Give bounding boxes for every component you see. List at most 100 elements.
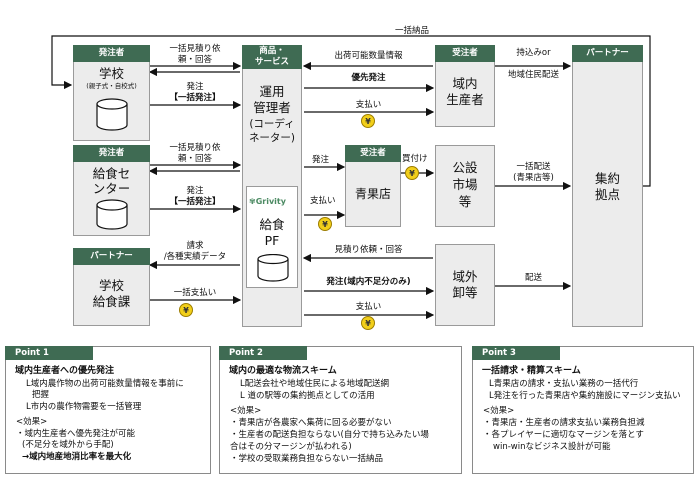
order-grocer-label: 発注 <box>312 155 330 165</box>
quote-school-label-1: 一括見積り依 <box>169 44 221 54</box>
order-center-bulk-label: 【一括発注】 <box>169 197 221 207</box>
producer-line-2: 生産者 <box>446 92 484 107</box>
grivity-logo: ✾Grivity <box>249 197 286 206</box>
invoice-label-2: /各種実績データ <box>163 252 227 262</box>
center-tag: 発注者 <box>73 145 150 162</box>
wholesale-line-2: 卸等 <box>452 285 478 300</box>
bulk-ship-label-2: (青果店等) <box>513 173 554 183</box>
order-school-label: 発注 <box>186 82 204 92</box>
coord-line-2: 管理者 <box>253 100 291 115</box>
school-sub: (親子式・自校式) <box>86 82 137 90</box>
point-2-line: ・学校の受取業務負担ならない一括納品 <box>230 454 384 464</box>
partner-tag: パートナー <box>572 45 643 62</box>
yen-coin-icon: ¥ <box>179 303 193 317</box>
grocer-name: 青果店 <box>354 187 391 201</box>
point-3-title: 一括請求・精算スキーム <box>482 366 581 376</box>
quote-center-label-2: 頼・回答 <box>177 154 212 164</box>
point-1-line: 把握 <box>32 390 50 400</box>
grivity-logo-text: Grivity <box>255 197 286 206</box>
yen-coin-icon: ¥ <box>405 166 419 180</box>
order-school-bulk-label: 【一括発注】 <box>169 93 221 103</box>
point-2-line: <効果> <box>230 406 262 416</box>
producer-tag: 受注者 <box>435 45 495 62</box>
database-icon <box>96 98 128 131</box>
grivity-pf-box: ✾Grivity 給食 PF <box>246 186 298 288</box>
market-line-3: 等 <box>458 194 472 209</box>
quote-wholesale-label: 見積り依頼・回答 <box>334 245 403 255</box>
point-3-line: ・青果店・生産者の請求支払い業務負担減 <box>483 418 645 428</box>
yen-coin-icon: ¥ <box>361 316 375 330</box>
point-2-tag: Point 2 <box>219 346 307 360</box>
order-center-label: 発注 <box>186 186 204 196</box>
point-3-line: win-winなビジネス設計が可能 <box>493 442 611 452</box>
purchase-label: 買付け <box>402 154 428 164</box>
point-2-line: L配送会社や地域住民による地域配送網 <box>240 379 389 389</box>
bulk-delivery-label: 一括納品 <box>395 26 430 36</box>
grivity-line-2: PF <box>264 233 280 248</box>
wholesale-line-1: 域外 <box>452 269 478 284</box>
grocer-tag: 受注者 <box>345 145 401 162</box>
ship-label: 配送 <box>524 273 542 283</box>
point-1-line: ・域内生産者へ優先発注が可能 <box>16 429 136 439</box>
point-1-line: L域内農作物の出荷可能数量情報を事前に <box>26 379 184 389</box>
point-1-box: Point 1 域内生産者への優先発注 L域内農作物の出荷可能数量情報を事前に … <box>5 346 211 474</box>
point-1-title: 域内生産者への優先発注 <box>15 366 115 376</box>
lunchdiv-name-1: 学校 <box>98 278 124 293</box>
point-1-tag: Point 1 <box>5 346 93 360</box>
priority-order-label: 優先発注 <box>351 73 386 83</box>
coord-line-1: 運用 <box>259 84 285 99</box>
coord-tag-2: サービス <box>254 57 289 67</box>
grivity-line-1: 給食 <box>259 217 285 232</box>
order-wholesale-label: 発注(域内不足分のみ) <box>326 277 411 287</box>
producer-node: 受注者 域内 生産者 <box>435 45 495 127</box>
lunch-center-node: 発注者 給食セ ンター <box>73 145 150 236</box>
lunch-division-node: パートナー 学校 給食課 <box>73 248 150 326</box>
market-line-2: 市場 <box>452 177 478 192</box>
point-2-line: ・生産者の配送負担ならない(自分で持ち込みたい場 <box>230 430 429 440</box>
point-2-line: 合はその分マージンが払われる) <box>230 442 352 452</box>
producer-line-1: 域内 <box>452 76 478 91</box>
point-1-line: L市内の農作物需要を一括管理 <box>26 402 142 412</box>
ship-info-label: 出荷可能数量情報 <box>334 51 403 61</box>
point-2-title: 域内の最適な物流スキーム <box>229 366 337 376</box>
quote-school-label-2: 頼・回答 <box>177 55 212 65</box>
invoice-label-1: 請求 <box>186 241 204 251</box>
pay-producer-label: 支払い <box>355 100 382 110</box>
lunchdiv-tag: パートナー <box>73 248 150 265</box>
coord-tag-1: 商品・ <box>259 46 285 56</box>
school-tag: 発注者 <box>73 45 150 62</box>
point-2-box: Point 2 域内の最適な物流スキーム L配送会社や地域住民による地域配送網 … <box>219 346 462 474</box>
point-3-line: L青果店の請求・支払い業務の一括代行 <box>489 379 639 389</box>
point-1-line: →域内地産地消比率を最大化 <box>22 452 132 462</box>
point-3-line: <効果> <box>483 406 515 416</box>
point-3-box: Point 3 一括請求・精算スキーム L青果店の請求・支払い業務の一括代行 L… <box>472 346 694 474</box>
carry-in-label-2: 地域住民配送 <box>507 70 559 80</box>
pay-grocer-label: 支払い <box>310 196 336 206</box>
yen-coin-icon: ¥ <box>318 217 332 231</box>
coord-line-4: ネーター) <box>248 132 296 144</box>
quote-center-label-1: 一括見積り依 <box>169 143 221 153</box>
database-icon <box>257 254 289 282</box>
carry-in-label-1: 持込みor <box>516 48 551 58</box>
coord-line-3: (コーディ <box>249 118 295 130</box>
database-icon <box>96 199 128 230</box>
pay-wholesale-label: 支払い <box>355 302 382 312</box>
point-3-line: L発注を行った青果店や集約施設にマージン支払い <box>489 391 681 401</box>
grivity-logo-icon: ✾ <box>249 197 256 206</box>
point-2-line: L 道の駅等の集約拠点としての活用 <box>240 391 375 401</box>
center-name-2: ンター <box>92 181 131 196</box>
school-name: 学校 <box>98 66 124 81</box>
grocer-node: 受注者 青果店 <box>345 145 401 227</box>
yen-coin-icon: ¥ <box>361 114 375 128</box>
school-node: 発注者 学校 (親子式・自校式) <box>73 45 150 141</box>
point-3-line: ・各プレイヤーに適切なマージンを落とす <box>483 430 644 440</box>
point-2-line: ・青果店が各農家へ集荷に回る必要がない <box>230 418 392 428</box>
point-1-line: <効果> <box>16 417 48 427</box>
point-3-tag: Point 3 <box>472 346 560 360</box>
wholesale-node: 域外 卸等 <box>435 244 495 326</box>
bulk-ship-label-1: 一括配送 <box>516 162 551 172</box>
coordinator-tag: 商品・ サービス <box>242 45 302 69</box>
partner-line-2: 拠点 <box>594 187 620 202</box>
lunchdiv-name-2: 給食課 <box>92 294 131 309</box>
